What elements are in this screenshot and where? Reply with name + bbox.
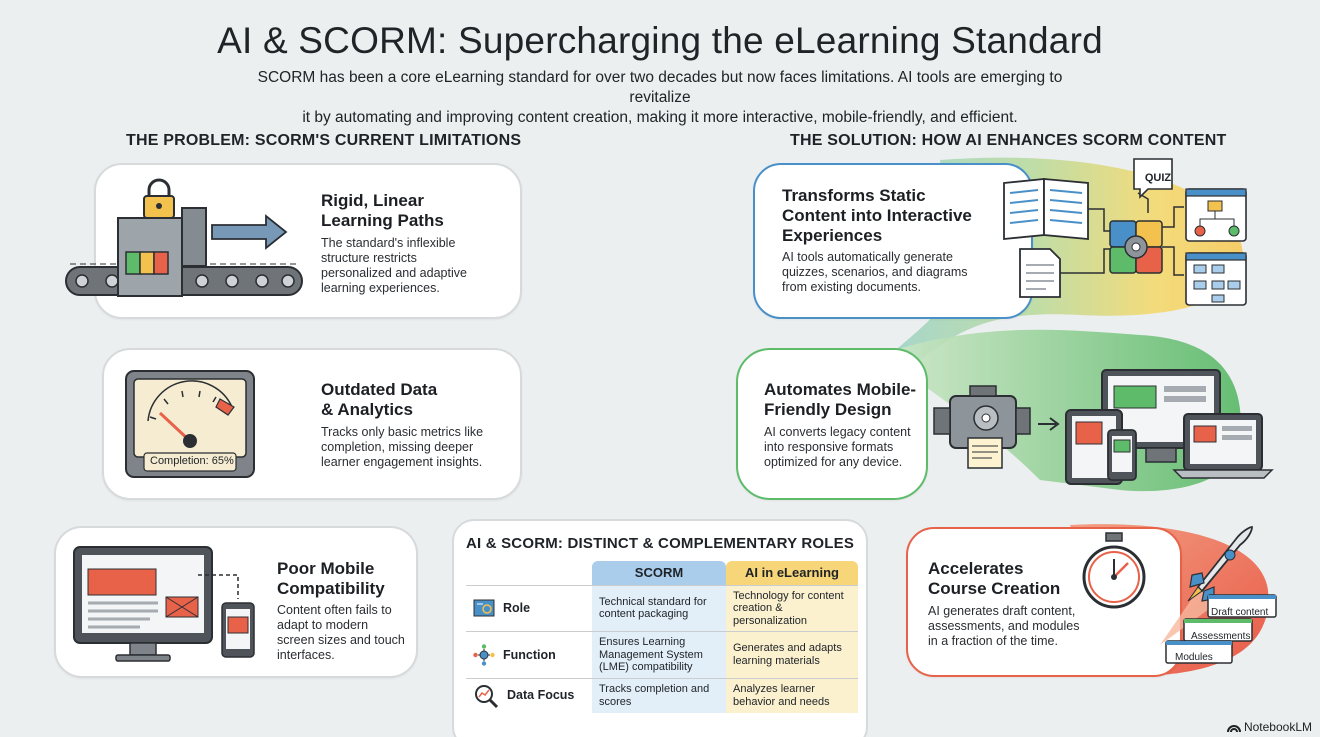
blueprint-icon — [473, 599, 495, 617]
cell-scorm: Tracks completion and scores — [592, 677, 726, 713]
row-label: Role — [503, 601, 531, 615]
page-title: AI & SCORM: Supercharging the eLearning … — [217, 20, 1103, 61]
desktop-phone-icon — [73, 546, 255, 662]
stopwatch-rocket-icon — [1082, 526, 1277, 664]
problem-card-1-title: Rigid, Linear Learning Paths — [321, 191, 444, 231]
problem-card-3-title: Poor Mobile Compatibility — [277, 559, 385, 599]
table-row: Role Technical standard for content pack… — [466, 584, 858, 632]
solution-card-3-title: Accelerates Course Creation — [928, 559, 1060, 599]
cell-scorm: Technical standard for content packaging — [592, 584, 726, 632]
network-icon — [473, 644, 495, 666]
cell-ai: Analyzes learner behavior and needs — [726, 677, 858, 713]
notebooklm-brand: NotebookLM — [1226, 720, 1312, 734]
title-line: Outdated Data — [321, 380, 438, 399]
stack-modules: Modules — [1175, 652, 1213, 663]
doc-to-quiz-icon — [1003, 158, 1247, 306]
converter-devices-icon — [933, 369, 1274, 485]
title-line: Experiences — [782, 226, 883, 245]
title-line: Content into Interactive — [782, 206, 972, 225]
cell-ai: Technology for content creation & person… — [726, 584, 858, 632]
solution-card-accelerate — [906, 527, 1182, 677]
magnifier-chart-icon — [475, 684, 499, 708]
solution-card-mobile — [736, 348, 928, 500]
conveyor-lock-icon — [65, 178, 303, 297]
notebooklm-logo-icon — [1226, 725, 1241, 733]
title-line: Compatibility — [277, 579, 385, 598]
roles-header-blank — [466, 561, 592, 585]
gauge-label: Completion: 65% — [150, 455, 234, 467]
row-label-cell: Role — [466, 584, 592, 632]
intro-line-2: it by automating and improving content c… — [302, 109, 1018, 126]
solution-heading: THE SOLUTION: HOW AI ENHANCES SCORM CONT… — [790, 132, 1227, 149]
title-line: & Analytics — [321, 400, 413, 419]
title-line: Learning Paths — [321, 211, 444, 230]
solution-card-3-body: AI generates draft content, assessments,… — [928, 604, 1080, 648]
row-label-cell: Data Focus — [466, 677, 592, 713]
roles-table: SCORM AI in eLearning Role Technical sta… — [466, 561, 858, 713]
roles-header-ai: AI in eLearning — [726, 561, 858, 585]
title-line: Friendly Design — [764, 400, 892, 419]
problem-card-2-body: Tracks only basic metrics like completio… — [321, 425, 484, 469]
title-line: Rigid, Linear — [321, 191, 424, 210]
table-row: Function Ensures Learning Management Sys… — [466, 631, 858, 678]
title-line: Accelerates — [928, 559, 1024, 578]
quiz-label: QUIZ — [1144, 172, 1172, 184]
solution-card-1-title: Transforms Static Content into Interacti… — [782, 186, 972, 246]
intro-line-1: SCORM has been a core eLearning standard… — [257, 69, 1063, 106]
roles-comparison-card: AI & SCORM: DISTINCT & COMPLEMENTARY ROL… — [452, 519, 868, 737]
problem-card-1-body: The standard's inflexible structure rest… — [321, 236, 467, 295]
row-label: Data Focus — [507, 688, 575, 703]
roles-title: AI & SCORM: DISTINCT & COMPLEMENTARY ROL… — [465, 535, 855, 552]
problem-heading: THE PROBLEM: SCORM'S CURRENT LIMITATIONS — [126, 132, 522, 149]
cell-ai: Generates and adapts learning materials — [726, 631, 858, 678]
solution-card-1-body: AI tools automatically generate quizzes,… — [782, 250, 968, 294]
stack-assessments: Assessments — [1191, 631, 1251, 642]
row-label-cell: Function — [466, 631, 592, 678]
table-row: Data Focus Tracks completion and scores … — [466, 677, 858, 713]
brand-label: NotebookLM — [1243, 720, 1312, 734]
title-line: Automates Mobile- — [764, 380, 917, 399]
intro-text: SCORM has been a core eLearning standard… — [230, 68, 1090, 128]
problem-card-2-title: Outdated Data & Analytics — [321, 380, 437, 420]
solution-card-2-title: Automates Mobile- Friendly Design — [764, 380, 916, 420]
solution-card-interactive — [753, 163, 1033, 319]
title-line: Transforms Static — [782, 186, 926, 205]
title-line: Course Creation — [928, 579, 1061, 598]
stack-draft-content: Draft content — [1211, 607, 1269, 618]
problem-card-3-body: Content often fails to adapt to modern s… — [277, 603, 405, 662]
solution-card-2-body: AI converts legacy content into responsi… — [764, 425, 911, 469]
title-line: Poor Mobile — [277, 559, 375, 578]
roles-header-scorm: SCORM — [592, 561, 726, 585]
gauge-icon — [125, 370, 255, 478]
cell-scorm: Ensures Learning Management System (LME)… — [592, 631, 726, 678]
row-label: Function — [503, 647, 556, 662]
